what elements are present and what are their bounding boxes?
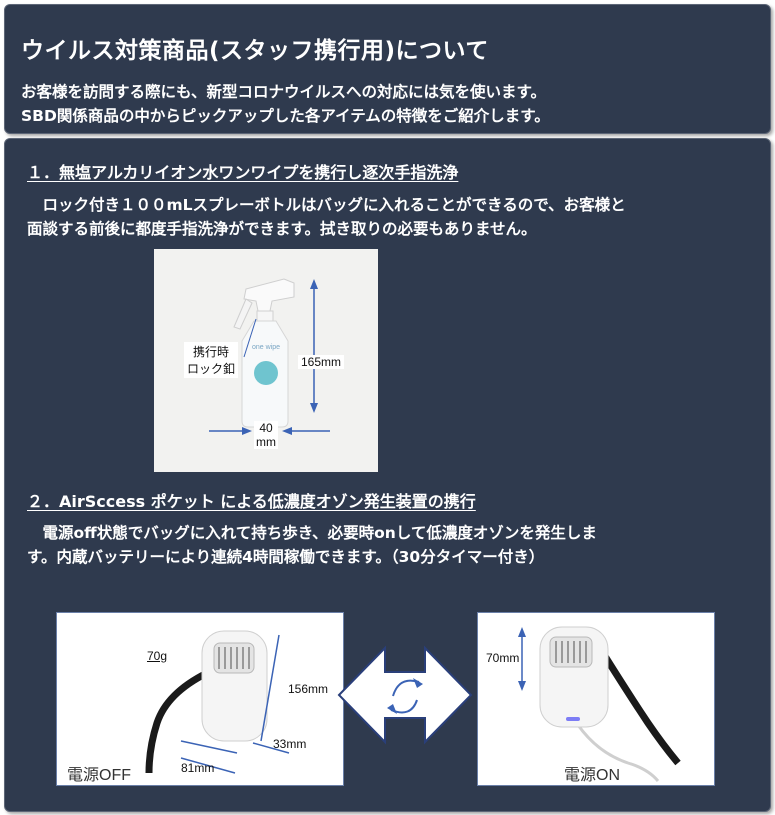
lock-label-line-1: 携行時: [193, 345, 230, 359]
power-led: [566, 717, 580, 721]
section-1-body-line-2: 面談する前後に都度手指洗浄ができます。拭き取りの必要もありません。: [27, 220, 537, 238]
ozone-device-off-photo: 70g 156mm 33mm 81mm 電源OFF: [56, 612, 344, 786]
lock-button-label: 携行時 ロック釦: [184, 342, 239, 378]
height-label: 165mm: [298, 355, 345, 369]
intro-line-2: SBD関係商品の中からピックアップした各アイテムの特徴をご紹介します。: [21, 107, 550, 125]
double-arrow-icon: [337, 645, 473, 745]
spray-bottle-photo: one wipe 携行時 ロック釦 165mm 40 mm: [154, 249, 378, 472]
section-2-body-line-2: す。内蔵バッテリーにより連続4時間稼働できます。（30分タイマー付き）: [27, 548, 545, 566]
intro-line-1: お客様を訪問する際にも、新型コロナウイルスへの対応には気を使います。: [21, 83, 546, 101]
section-2-title: ２．AirSccess ポケット による低濃度オゾン発生装置の携行: [27, 492, 476, 511]
rotate-icon: [387, 678, 423, 714]
section-1-body-line-1: ロック付き１００mLスプレーボトルはバッグに入れることができるので、お客様と: [27, 196, 626, 214]
ozone-device-on-photo: 70mm 電源ON: [477, 612, 715, 786]
device-width-label: 81mm: [181, 761, 215, 775]
device-depth-label: 33mm: [273, 737, 307, 751]
header-panel: [4, 4, 771, 134]
lock-label-line-2: ロック釦: [187, 362, 236, 376]
width-label-line-1: 40: [259, 421, 273, 435]
page-title: ウイルス対策商品(スタッフ携行用)について: [21, 38, 489, 64]
power-on-caption: 電源ON: [564, 767, 621, 784]
spray-bottle-drawing: one wipe: [209, 278, 330, 435]
width-label: 40 mm: [254, 421, 278, 449]
weight-label: 70g: [147, 649, 168, 663]
device-thickness-label: 70mm: [486, 651, 520, 665]
section-1-title: １．無塩アルカリイオン水ワンワイプを携行し逐次手指洗浄: [27, 163, 459, 182]
section-2-body-line-1: 電源off状態でバッグに入れて持ち歩き、必要時onして低濃度オゾンを発生しま: [27, 524, 597, 542]
ozone-device-off-drawing: [145, 630, 290, 774]
width-label-line-2: mm: [256, 435, 276, 449]
bottle-brand-text: one wipe: [252, 344, 280, 351]
ozone-device-on-drawing: [518, 626, 681, 782]
power-off-caption: 電源OFF: [67, 767, 131, 784]
device-height-label: 156mm: [288, 682, 329, 696]
